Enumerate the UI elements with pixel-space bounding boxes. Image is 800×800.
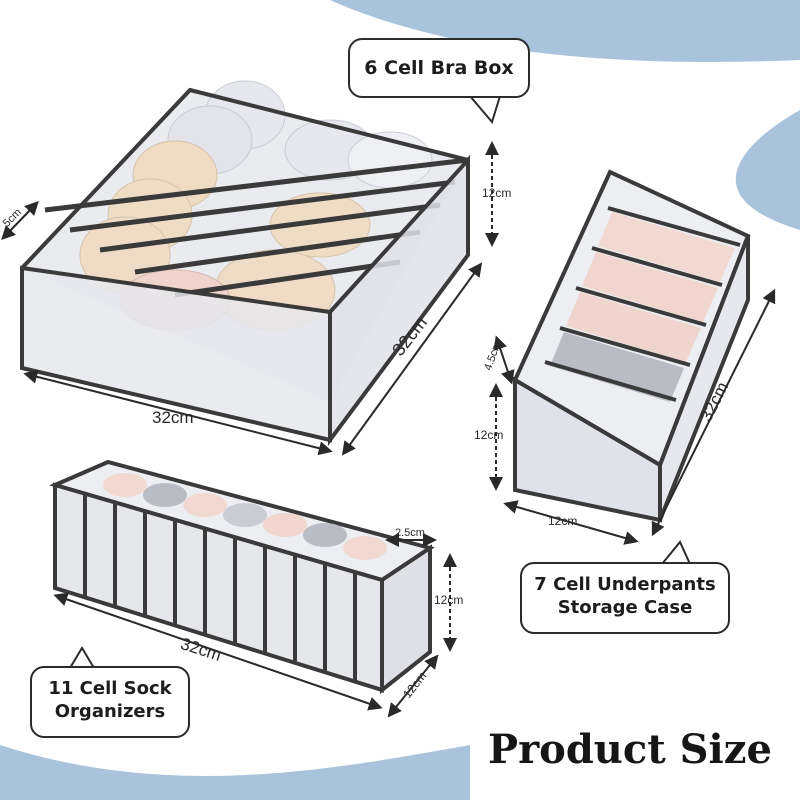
sock-organizer-cell-dim: 2.5cm [395, 527, 425, 539]
underpants-case-height-dim: 12cm [474, 428, 504, 442]
product-size-title: Product Size [488, 726, 772, 773]
underpants-case-label-line1: 7 Cell Underpants [534, 574, 716, 595]
bra-box-label: 6 Cell Bra Box [364, 57, 514, 79]
bra-callout-tail [467, 95, 502, 125]
bra-box-back-edge [20, 87, 469, 270]
underpants-case [489, 169, 776, 545]
sock-callout-tail [68, 646, 96, 669]
bra-box-callout: 6 Cell Bra Box [348, 38, 530, 98]
background-swoosh-top [330, 0, 800, 62]
sock-organizer-height-dim: 12cm [434, 593, 464, 607]
background-swoosh-right [735, 110, 800, 230]
bra-box-front-dim: 32cm [152, 408, 194, 427]
background-swoosh-bottom [0, 745, 470, 800]
socks [103, 473, 387, 560]
bra-box [1, 80, 499, 456]
underpants-case-callout: 7 Cell Underpants Storage Case [520, 562, 730, 634]
sock-organizer [49, 459, 457, 718]
underpants-callout-tail [659, 540, 692, 565]
bra-box-height-dim: 12cm [482, 186, 512, 200]
underpants-case-width-dim: 12cm [548, 514, 578, 528]
underpants-case-label-line2: Storage Case [557, 596, 693, 618]
sock-organizer-callout: 11 Cell Sock Organizers [30, 666, 190, 738]
sock-organizer-label-line1: 11 Cell Sock [48, 678, 172, 699]
sock-organizer-label-line2: Organizers [54, 700, 166, 722]
